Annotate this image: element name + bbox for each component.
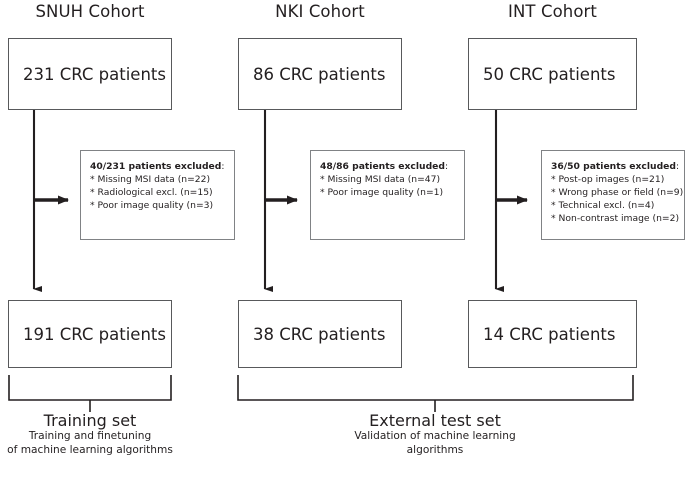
exclusion-box-snuh: 40/231 patients excluded: * Missing MSI … bbox=[80, 150, 235, 240]
caption-external-test-subtitle-line2: algorithms bbox=[406, 443, 464, 456]
caption-training-subtitle-line2: of machine learning algorithms bbox=[7, 443, 173, 456]
top-box-int-label: 50 CRC patients bbox=[483, 64, 616, 84]
bottom-box-snuh: 191 CRC patients bbox=[8, 300, 172, 368]
top-box-int: 50 CRC patients bbox=[468, 38, 637, 110]
caption-training-subtitle-line1: Training and finetuning bbox=[28, 430, 152, 443]
bracket-external-test bbox=[237, 375, 634, 412]
caption-external-test-title: External test set bbox=[369, 411, 501, 430]
bottom-box-nki-label: 38 CRC patients bbox=[253, 324, 386, 344]
bottom-box-int-label: 14 CRC patients bbox=[483, 324, 616, 344]
exclusion-title-nki-bold: 48/86 patients excluded bbox=[320, 161, 445, 172]
connector-int bbox=[494, 110, 528, 292]
column-header-nki: NKI Cohort bbox=[275, 2, 365, 21]
exclusion-box-int: 36/50 patients excluded: * Post-op image… bbox=[541, 150, 685, 240]
bracket-training bbox=[8, 375, 172, 412]
top-box-nki-label: 86 CRC patients bbox=[253, 64, 386, 84]
exclusion-title-snuh-tail: : bbox=[221, 161, 225, 172]
top-box-nki: 86 CRC patients bbox=[238, 38, 402, 110]
exclusion-title-int-tail: : bbox=[675, 161, 680, 172]
caption-training-title: Training set bbox=[43, 411, 137, 430]
bottom-box-int: 14 CRC patients bbox=[468, 300, 637, 368]
exclusion-item: * Non-contrast image (n=2) bbox=[551, 213, 680, 225]
exclusion-item: * Poor image quality (n=3) bbox=[90, 200, 214, 212]
exclusion-item: * Radiological excl. (n=15) bbox=[90, 187, 213, 199]
exclusion-title-snuh-bold: 40/231 patients excluded bbox=[90, 161, 222, 172]
caption-training: Training set Training and finetuning of … bbox=[0, 411, 192, 457]
connector-snuh bbox=[32, 110, 69, 292]
exclusion-item: * Post-op images (n=21) bbox=[551, 174, 665, 186]
connector-nki bbox=[263, 110, 298, 292]
exclusion-title-int-bold: 36/50 patients excluded bbox=[551, 161, 676, 172]
bottom-box-snuh-label: 191 CRC patients bbox=[23, 324, 166, 344]
bottom-box-nki: 38 CRC patients bbox=[238, 300, 402, 368]
exclusion-title-snuh: 40/231 patients excluded: bbox=[90, 160, 234, 173]
exclusion-title-nki-tail: : bbox=[444, 161, 449, 172]
exclusion-title-nki: 48/86 patients excluded: bbox=[320, 160, 464, 173]
exclusion-item: * Wrong phase or field (n=9) bbox=[551, 187, 684, 199]
exclusion-item: * Technical excl. (n=4) bbox=[551, 200, 655, 212]
column-header-int: INT Cohort bbox=[508, 2, 597, 21]
top-box-snuh-label: 231 CRC patients bbox=[23, 64, 166, 84]
exclusion-title-int: 36/50 patients excluded: bbox=[551, 160, 684, 173]
column-header-snuh: SNUH Cohort bbox=[35, 2, 145, 21]
exclusion-box-nki: 48/86 patients excluded: * Missing MSI d… bbox=[310, 150, 465, 240]
exclusion-item: * Poor image quality (n=1) bbox=[320, 187, 444, 199]
caption-external-test-subtitle-line1: Validation of machine learning bbox=[354, 430, 516, 443]
caption-external-test: External test set Validation of machine … bbox=[315, 411, 555, 457]
exclusion-item: * Missing MSI data (n=47) bbox=[320, 174, 441, 186]
exclusion-item: * Missing MSI data (n=22) bbox=[90, 174, 211, 186]
top-box-snuh: 231 CRC patients bbox=[8, 38, 172, 110]
